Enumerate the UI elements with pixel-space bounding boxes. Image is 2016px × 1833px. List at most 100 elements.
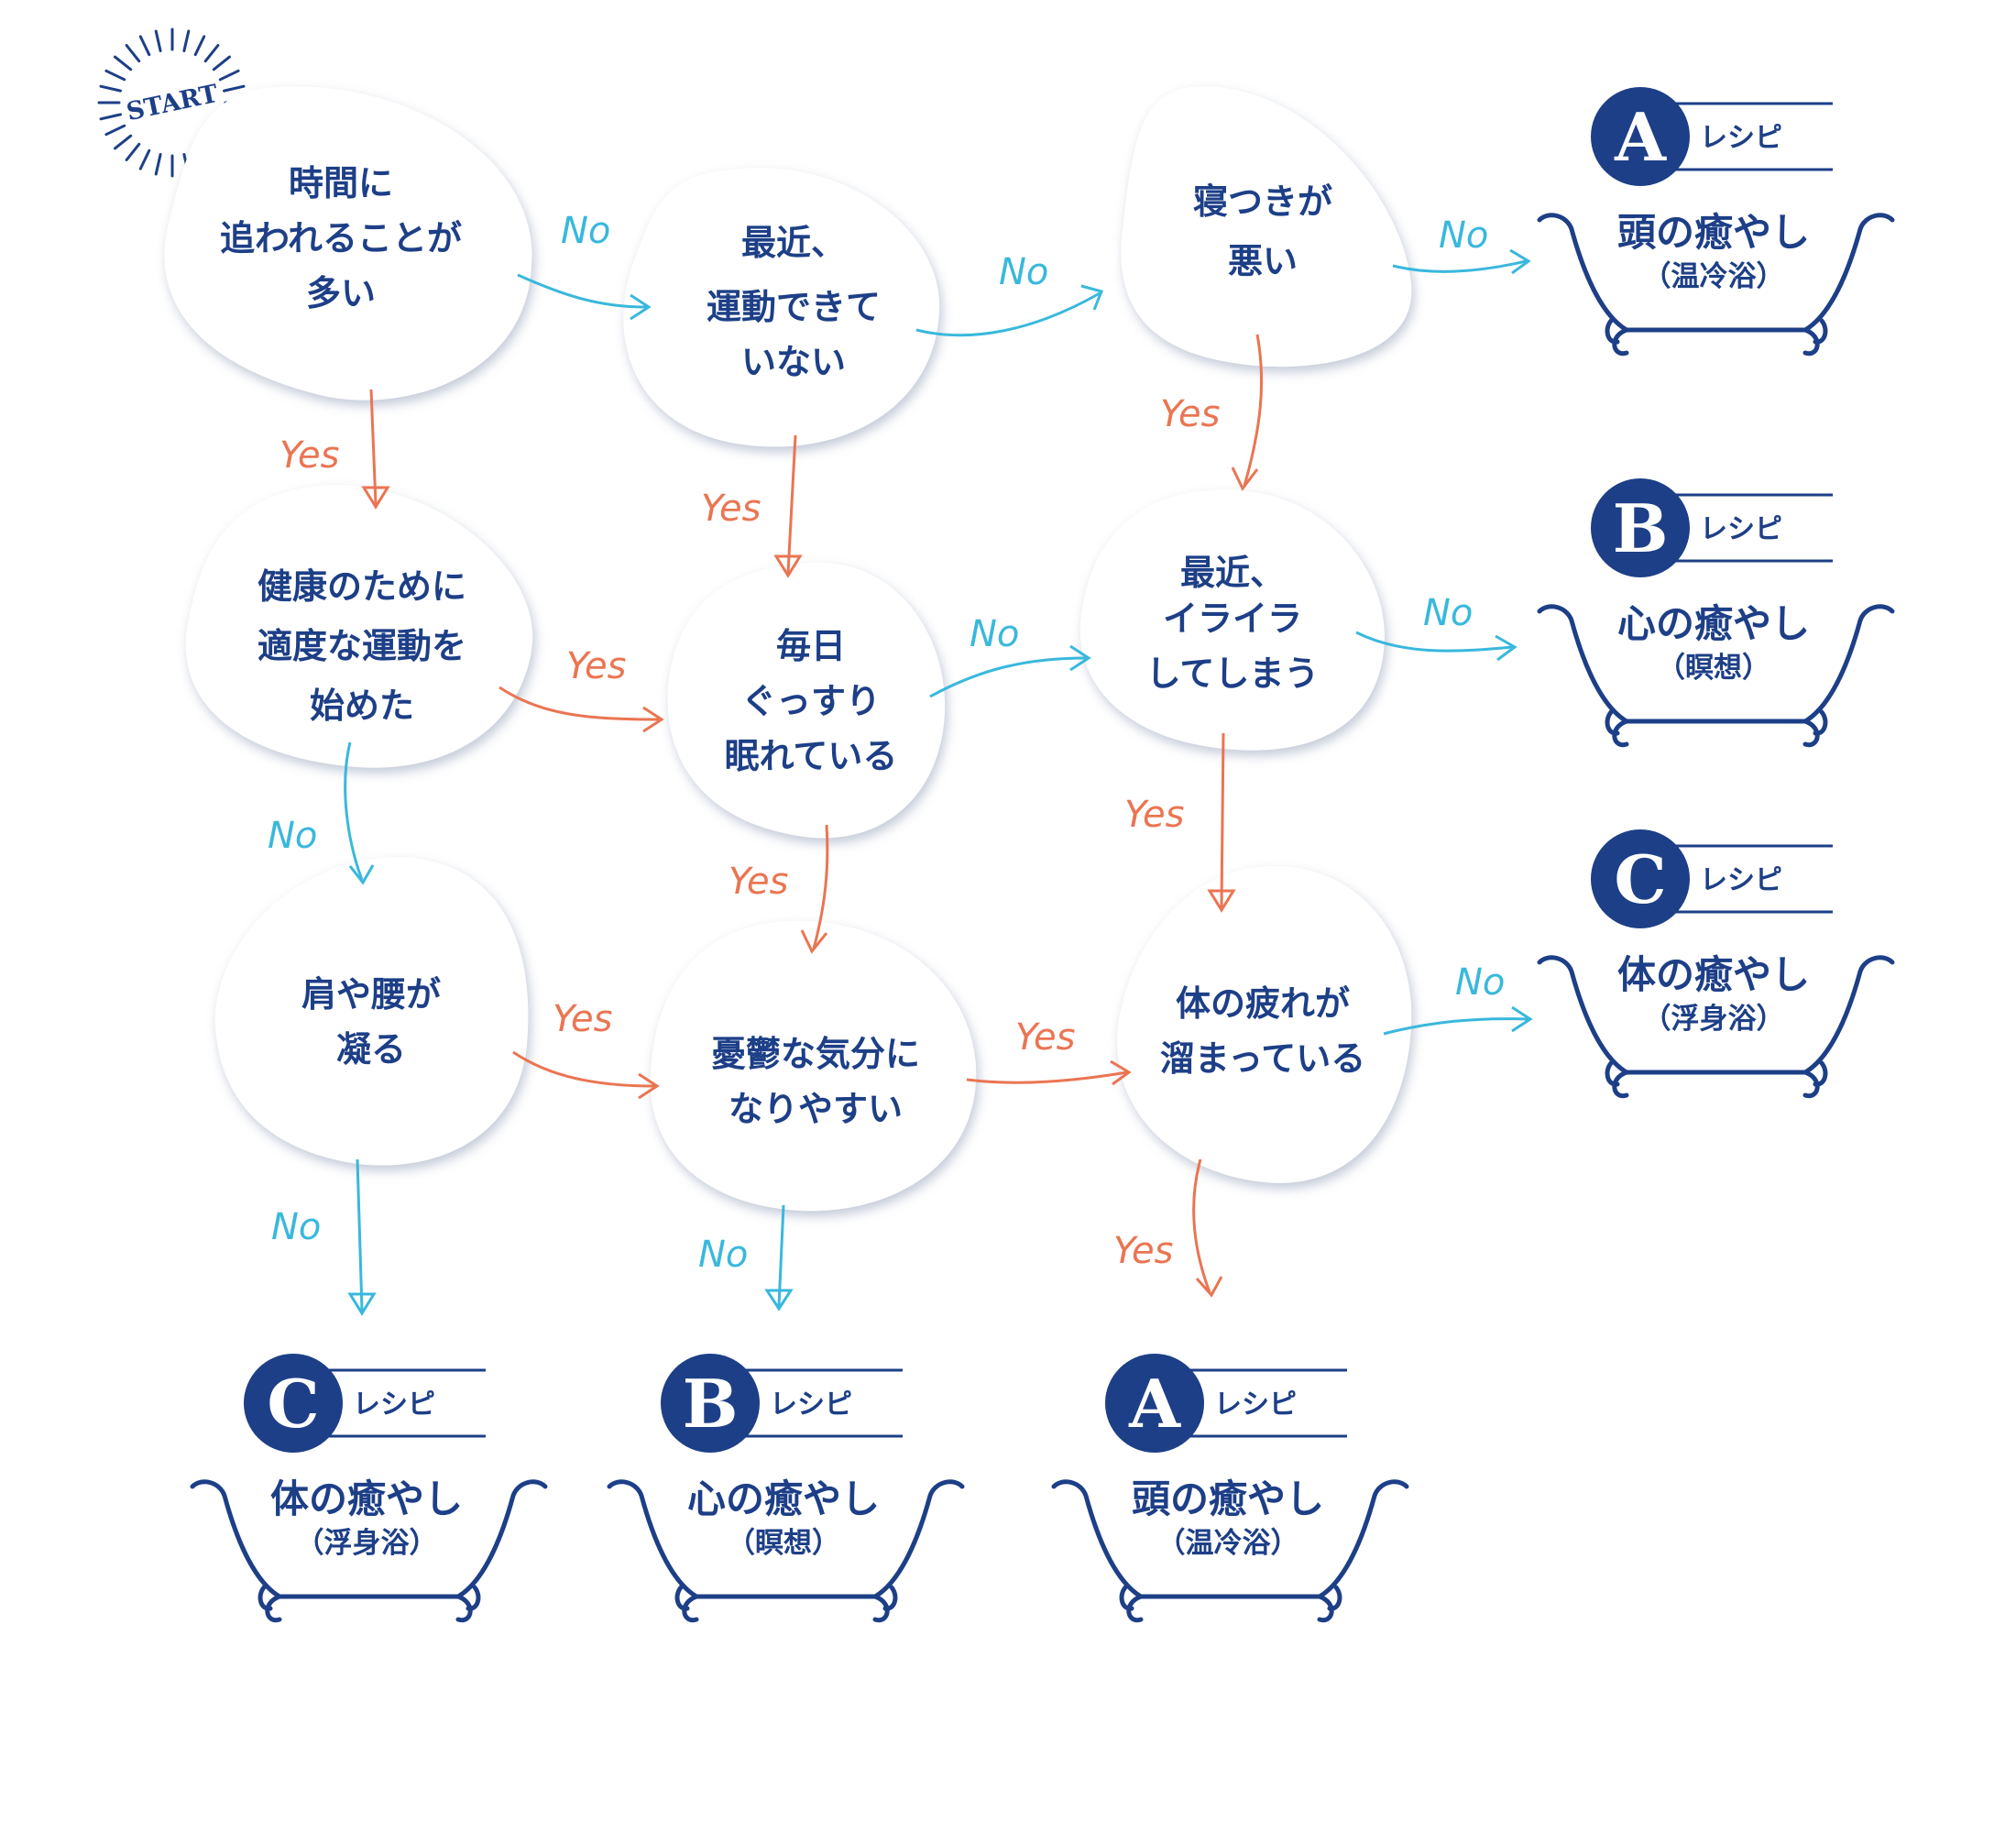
arrow-q4-q7-no-label: No — [268, 815, 317, 857]
result-method: （浮身浴） — [296, 1527, 438, 1560]
question-q8: 憂鬱な気分に なりやすい — [711, 1034, 920, 1129]
start-ray — [138, 148, 151, 170]
arrow-q5-q8-yes: Yes — [729, 824, 829, 954]
start-ray — [99, 113, 122, 121]
question-q1-line-1: 時間に — [289, 163, 393, 203]
question-q4-line-2: 適度な運動を — [257, 626, 466, 666]
recipe-label: レシピ — [353, 1388, 435, 1421]
bathtub-icon — [1537, 213, 1895, 357]
recipe-header: A レシピ — [1591, 87, 1833, 186]
arrow-q7-q8-yes-label: Yes — [553, 998, 613, 1040]
question-q1-line-2: 追われることが — [220, 218, 462, 258]
arrow-q6-rB1-no: No — [1355, 592, 1517, 662]
arrow-q2-q3-no-label: No — [999, 251, 1048, 293]
result-rA2: A レシピ 頭の癒やし （温冷浴） — [1051, 1354, 1409, 1623]
result-method: （浮身浴） — [1643, 1003, 1785, 1036]
bathtub-icon — [190, 1479, 548, 1623]
result-name: 頭の癒やし — [1617, 210, 1810, 255]
question-q6-line-2: イライラ — [1163, 598, 1302, 639]
result-rB2: B レシピ 心の癒やし （瞑想） — [607, 1354, 965, 1623]
question-q4-line-1: 健康のために — [257, 566, 466, 607]
question-q9-line-2: 溜まっている — [1160, 1038, 1366, 1079]
arrow-q8-q9-yes: Yes — [966, 1016, 1132, 1086]
arrow-q4-q7-no: No — [268, 741, 375, 885]
question-q5: 毎日 ぐっすり 眠れている — [725, 626, 898, 776]
recipe-header: C レシピ — [1591, 829, 1833, 928]
arrow-q1-q2-no-label: No — [561, 210, 610, 252]
arrow-q1-q2-no: No — [517, 210, 652, 321]
start-ray — [218, 69, 240, 82]
start-ray — [193, 35, 206, 57]
recipe-letter-badge — [661, 1354, 760, 1453]
result-rA1: A レシピ 頭の癒やし （温冷浴） — [1537, 87, 1895, 357]
arrow-q6-rB1-no-label: No — [1423, 592, 1473, 634]
bubble-q7 — [214, 857, 529, 1166]
result-rC1: C レシピ 体の癒やし （浮身浴） — [1537, 829, 1895, 1099]
question-q5-line-2: ぐっすり — [741, 681, 881, 721]
recipe-letter: B — [1613, 489, 1669, 567]
bubble-q4 — [185, 485, 533, 768]
start-ray — [212, 55, 231, 71]
arrow-q6-q9-yes-label: Yes — [1124, 794, 1185, 836]
bathtub-icon — [1537, 604, 1895, 748]
arrow-q7-rC2-no: No — [271, 1158, 377, 1316]
recipe-letter: C — [1614, 840, 1666, 918]
arrow-q3-rA1-no-label: No — [1439, 214, 1488, 257]
question-q6-line-1: 最近、 — [1180, 553, 1285, 593]
recipe-letter-badge — [1591, 829, 1690, 928]
question-q7-line-1: 肩や腰が — [301, 974, 441, 1015]
recipe-letter: A — [1614, 98, 1667, 176]
question-q1: 時間に 追われることが 多い — [220, 163, 462, 313]
result-method: （瞑想） — [1657, 652, 1770, 685]
question-q1-line-3: 多い — [306, 273, 376, 313]
start-ray — [114, 134, 133, 150]
recipe-letter: B — [683, 1365, 739, 1443]
recipe-letter: C — [267, 1365, 319, 1443]
question-q2-line-2: 運動できて — [707, 287, 881, 327]
question-q8-line-1: 憂鬱な気分に — [711, 1034, 920, 1074]
arrow-q3-q6-yes-label: Yes — [1160, 393, 1221, 435]
bathtub-icon — [1537, 955, 1895, 1099]
result-name: 体の癒やし — [1617, 952, 1810, 997]
question-q2-line-1: 最近、 — [741, 223, 846, 263]
result-method: （温冷浴） — [1157, 1527, 1299, 1560]
arrow-q9-rA2-yes: Yes — [1113, 1158, 1223, 1298]
arrow-q8-rB2-no-label: No — [698, 1234, 748, 1276]
bubble-q9 — [1117, 866, 1412, 1183]
start-ray — [138, 35, 151, 57]
question-bubbles — [164, 86, 1412, 1212]
recipe-header: A レシピ — [1105, 1354, 1347, 1453]
question-q8-line-2: なりやすい — [729, 1089, 903, 1129]
bubble-q2 — [623, 168, 940, 447]
start-ray — [99, 84, 122, 93]
result-name: 心の癒やし — [1617, 601, 1810, 646]
arrow-q9-rA2-yes-label: Yes — [1113, 1230, 1174, 1272]
bubble-q8 — [650, 920, 977, 1212]
arrow-q5-q6-no-label: No — [970, 613, 1019, 655]
recipe-letter-badge — [1105, 1354, 1204, 1453]
bubble-q6 — [1079, 489, 1385, 751]
start-ray — [104, 124, 126, 137]
start-ray — [125, 142, 141, 161]
start-ray — [203, 44, 220, 63]
question-q5-line-1: 毎日 — [776, 626, 846, 666]
arrow-q5-q8-yes-label: Yes — [729, 861, 789, 903]
question-q6-line-3: してしまう — [1146, 653, 1320, 694]
question-q2: 最近、 運動できて いない — [707, 223, 881, 382]
arrow-q1-q4-yes: Yes — [279, 389, 390, 510]
flow-arrows: No No No No No No No — [268, 210, 1533, 1316]
result-rB1: B レシピ 心の癒やし （瞑想） — [1537, 478, 1895, 748]
question-q2-line-3: いない — [741, 342, 846, 382]
question-q5-line-3: 眠れている — [725, 736, 898, 776]
recipe-label: レシピ — [1214, 1388, 1297, 1421]
arrow-q2-q5-yes-label: Yes — [701, 488, 761, 530]
result-name: 頭の癒やし — [1132, 1476, 1324, 1521]
question-q3-line-2: 悪い — [1228, 241, 1298, 281]
start-ray — [182, 29, 191, 52]
start-ray — [154, 29, 162, 52]
question-q3: 寝つきが 悪い — [1193, 181, 1332, 281]
arrow-q3-q6-yes: Yes — [1160, 334, 1264, 491]
question-q4: 健康のために 適度な運動を 始めた — [257, 566, 466, 726]
recipe-header: B レシピ — [661, 1354, 903, 1453]
question-q9-line-1: 体の疲れが — [1176, 983, 1350, 1024]
